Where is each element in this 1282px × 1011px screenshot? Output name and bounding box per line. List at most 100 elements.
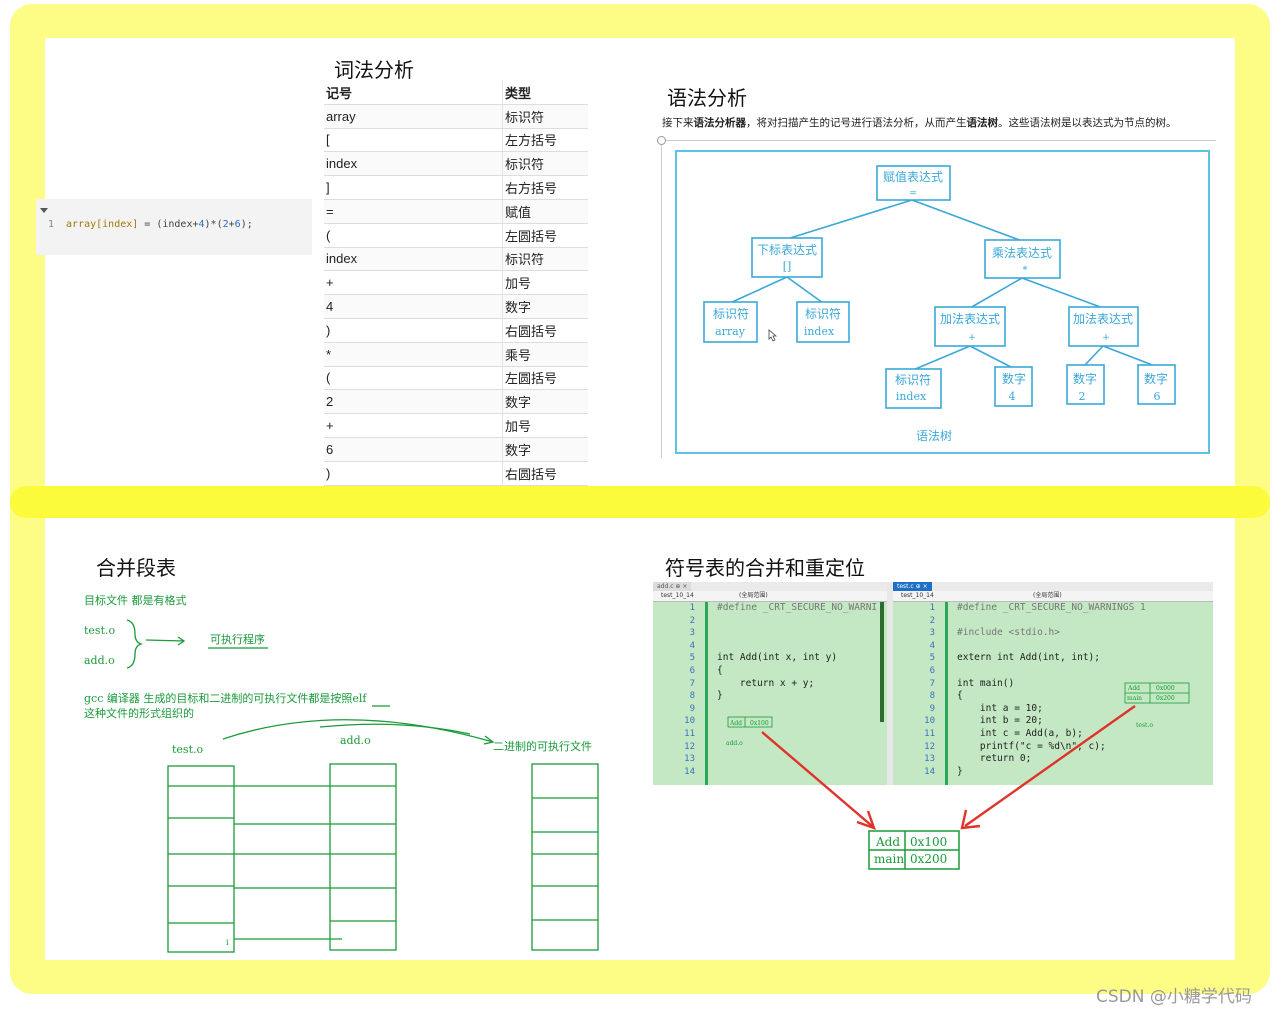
node-id-index2-val: index <box>896 390 927 403</box>
code-line[interactable]: int c = Add(a, b); <box>957 728 1083 739</box>
cell-token: 6 <box>324 437 503 462</box>
node-assign-label: 赋值表达式 <box>883 169 943 184</box>
arrow-head <box>856 810 876 830</box>
node-assign-op: = <box>909 189 917 199</box>
binary-box <box>531 763 599 951</box>
arrow-to-binary <box>222 719 495 745</box>
node-id-array-val: array <box>715 325 746 338</box>
line-number: 4 <box>929 640 935 651</box>
ide-splitter[interactable] <box>887 582 893 785</box>
line-number: 2 <box>929 615 935 626</box>
code-line[interactable]: #define _CRT_SECURE_NO_WARNI <box>717 602 878 613</box>
code-line[interactable]: return x + y; <box>717 677 815 689</box>
table-row: [左方括号 <box>324 128 588 153</box>
code-line[interactable]: { <box>717 665 723 676</box>
code-line[interactable]: { <box>957 690 963 702</box>
syntax-tree-caption: 语法树 <box>916 428 952 443</box>
header-type: 类型 <box>502 81 588 105</box>
desc-part: ，将对扫描产生的记号进行语法分析，从而产生 <box>746 117 967 129</box>
collapse-triangle-icon[interactable] <box>40 208 48 213</box>
code-line[interactable]: int Add(int x, int y) <box>717 652 838 664</box>
line-number: 10 <box>684 716 695 727</box>
code-line[interactable]: } <box>957 765 963 777</box>
watermark: CSDN @小糖学代码 <box>1096 987 1252 1007</box>
line-number: 8 <box>929 691 935 702</box>
node-add2-op: + <box>1102 333 1110 343</box>
line-gutter <box>893 602 947 785</box>
table-row: +加号 <box>324 413 588 438</box>
left-scrollbar[interactable] <box>880 602 884 722</box>
mini-table-box <box>727 716 773 728</box>
scope-select[interactable]: (全局范围) <box>739 592 768 599</box>
ide-tab-bar: test.c ⊕ × <box>893 582 1213 591</box>
desc-part: 接下来 <box>662 117 694 129</box>
code-line[interactable]: extern int Add(int, int); <box>957 652 1100 664</box>
node-num4-val: 4 <box>1009 390 1016 403</box>
cell-type: 标识符 <box>502 247 588 272</box>
code-line[interactable]: int b = 20; <box>957 715 1043 727</box>
code-line[interactable]: int main() <box>957 677 1015 689</box>
table-row: ]右方括号 <box>324 175 588 200</box>
code-num: 2 <box>222 219 229 230</box>
cell-type: 数字 <box>502 294 588 319</box>
line-number: 14 <box>684 766 695 777</box>
table-row: )右圆括号 <box>324 318 588 343</box>
node-add1-box <box>934 306 1006 347</box>
cell-token: ) <box>324 318 503 343</box>
add-o-box <box>329 763 397 951</box>
project-name[interactable]: test_10_14 <box>901 592 934 599</box>
line-number: 9 <box>929 703 935 714</box>
hand-cursor-icon <box>768 329 778 342</box>
tab-add-c[interactable]: add.c ⊕ × <box>653 582 692 591</box>
cell-token: + <box>324 413 503 438</box>
mini-name: Add <box>1127 685 1140 692</box>
figure-left-rule <box>661 140 662 458</box>
merge-note-format: 目标文件 都是有格式 <box>84 594 187 607</box>
arrow-from-add <box>761 731 873 827</box>
tree-edge <box>1021 277 1104 309</box>
right-mini-labels: Add 0x000 main 0x200 test.o <box>1127 685 1175 729</box>
table-header-row: 记号 类型 <box>324 81 588 105</box>
code-line[interactable]: #include <stdio.h> <box>957 627 1060 639</box>
line-number: 12 <box>684 741 695 752</box>
mini-addr: 0x100 <box>750 720 769 727</box>
node-num4-box <box>994 366 1033 407</box>
tree-edge <box>969 277 1023 309</box>
mini-name: main <box>1127 695 1142 702</box>
node-num2-label: 数字 <box>1073 371 1097 386</box>
merge-note-org: 这种文件的形式组织的 <box>84 707 194 720</box>
cell-type: 左圆括号 <box>502 223 588 248</box>
code-line[interactable]: #define _CRT_SECURE_NO_WARNINGS 1 <box>957 602 1146 613</box>
ide-scope-bar: test_10_14 (全局范围) <box>893 591 1213 602</box>
cell-type: 右圆括号 <box>502 461 588 486</box>
merge-label-bin: 二进制的可执行文件 <box>493 740 592 753</box>
cell-type: 左圆括号 <box>502 366 588 391</box>
cell-type: 右圆括号 <box>502 318 588 343</box>
tab-test-c[interactable]: test.c ⊕ × <box>893 582 932 591</box>
cell-token: = <box>324 199 503 224</box>
table-row: (左圆括号 <box>324 223 588 248</box>
scope-select[interactable]: (全局范围) <box>1033 592 1062 599</box>
code-ident: array[index] <box>66 219 139 230</box>
code-line[interactable]: int a = 10; <box>957 702 1043 714</box>
line-number: 9 <box>689 703 695 714</box>
cell-type: 乘号 <box>502 342 588 367</box>
code-num: 6 <box>234 219 241 230</box>
merge-file-test: test.o <box>84 624 116 637</box>
mini-file: test.o <box>1136 722 1153 729</box>
project-name[interactable]: test_10_14 <box>661 592 694 599</box>
tree-edge <box>786 199 913 240</box>
merged-addr: 0x200 <box>910 852 947 866</box>
ide-pane-test: test.c ⊕ × test_10_14(全局范围) 1#define _CR… <box>893 582 1213 785</box>
merged-name: main <box>874 852 904 866</box>
code-line[interactable]: } <box>717 690 723 702</box>
node-id-index2-box <box>885 368 942 409</box>
code-line[interactable]: printf("c = %d\n", c); <box>957 740 1106 752</box>
code-line[interactable]: return 0; <box>957 753 1032 765</box>
tree-node-boxes <box>703 165 1176 409</box>
